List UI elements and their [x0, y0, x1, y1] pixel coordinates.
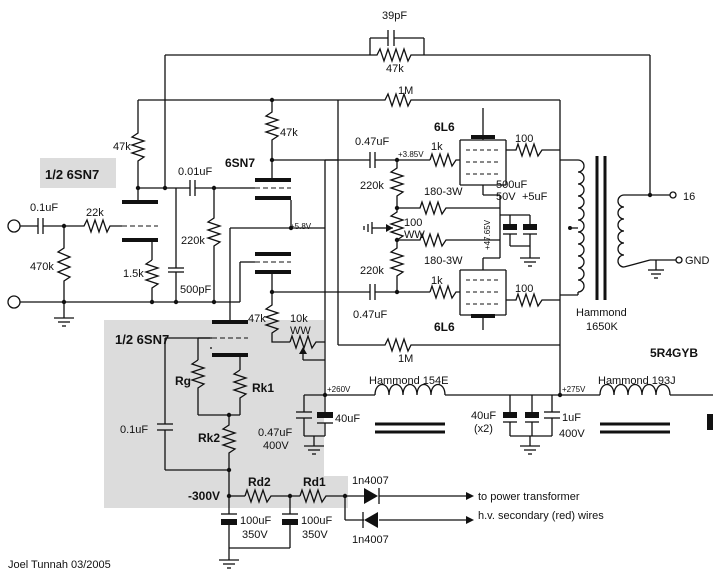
- bias-stage: [157, 320, 249, 496]
- pot-type-label: WW: [290, 325, 311, 337]
- transformer-brand-label: Hammond: [576, 307, 627, 319]
- psu-cap-40uf-x2-label-b: (x2): [474, 423, 493, 435]
- feedback-network: [162, 30, 651, 195]
- bias-pot-type-label: WW: [404, 229, 425, 241]
- output-feedback-top-label: 1M: [398, 85, 413, 97]
- neg-supply-label: -300V: [188, 489, 220, 503]
- power-note-line2: h.v. secondary (red) wires: [478, 510, 604, 522]
- grid-cap-bottom-label: 0.47uF: [353, 309, 388, 321]
- grid-resistor-top-label: 220k: [360, 180, 384, 192]
- cap-500pf-label: 500pF: [180, 284, 211, 296]
- input-cap-label: 0.1uF: [30, 202, 58, 214]
- rectifier-label: 5R4GYB: [650, 346, 698, 360]
- cathode-cap-label-b: 50V: [496, 191, 516, 203]
- power-note-line1: to power transformer: [478, 491, 580, 503]
- pot-value-label: 10k: [290, 313, 308, 325]
- bias-resistor-bottom-label: 180-3W: [424, 255, 463, 267]
- grid-cap-top-label: 0.47uF: [355, 136, 390, 148]
- rg-label: Rg: [175, 374, 191, 388]
- lower-plate-resistor-label: 47k: [248, 313, 266, 325]
- bias-pot-value-label: 100: [404, 217, 422, 229]
- bias-tube-label: 1/2 6SN7: [115, 332, 169, 347]
- splitter-grid-resistor-label: 220k: [181, 235, 205, 247]
- highlight-input-tube: [40, 158, 116, 188]
- power-tube-top-label: 6L6: [434, 120, 455, 134]
- splitter-plate-resistor-label: 47k: [280, 127, 298, 139]
- screen-resistor-bottom-label: 100: [515, 283, 533, 295]
- psu-cap-047-label-a: 0.47uF: [258, 427, 293, 439]
- tap-16-label: 16: [683, 191, 695, 203]
- plate-resistor-label: 47k: [113, 141, 131, 153]
- highlight-bias-stage: [104, 320, 324, 508]
- grid-resistor-bottom-label: 220k: [360, 265, 384, 277]
- author-credit: Joel Tunnah 03/2005: [8, 559, 111, 571]
- neg-cap-b-label-1: 100uF: [301, 515, 332, 527]
- input-triode: [122, 99, 338, 305]
- b-plus-260-label: +260V: [327, 385, 351, 394]
- grid-voltage-label: +3.85V: [398, 150, 424, 159]
- input-series-resistor-label: 22k: [86, 207, 104, 219]
- choke-154e-label: Hammond 154E: [369, 375, 449, 387]
- cathode-cap-label-c: +5uF: [522, 191, 548, 203]
- psu-cap-1uf-label-b: 400V: [559, 428, 585, 440]
- psu-cap-047-label-b: 400V: [263, 440, 289, 452]
- output-feedback-bottom-label: 1M: [398, 353, 413, 365]
- rk2-label: Rk2: [198, 431, 220, 445]
- driver-tube-label: 6SN7: [225, 156, 255, 170]
- output-stage: [325, 91, 561, 354]
- power-supply: [296, 345, 713, 455]
- cathode-cap-label-a: 500uF: [496, 179, 527, 191]
- diode-bottom-label: 1n4007: [352, 534, 389, 546]
- highlight-bias-supply: [324, 476, 348, 508]
- choke-193j-label: Hammond 193J: [598, 375, 676, 387]
- cathode-voltage-label: +5.8V: [290, 222, 312, 231]
- rd2-label: Rd2: [248, 475, 271, 489]
- feedback-resistor-label: 47k: [386, 63, 404, 75]
- balance-pot: [289, 333, 325, 361]
- input-tube-label: 1/2 6SN7: [45, 167, 99, 182]
- neg-cap-b-label-2: 350V: [302, 529, 328, 541]
- output-transformer: [560, 156, 683, 300]
- cathode-voltage-output-label: +47.65V: [483, 219, 492, 250]
- power-tube-bottom-label: 6L6: [434, 320, 455, 334]
- b-plus-275-label: +275V: [562, 385, 586, 394]
- coupling-cap-label: 0.01uF: [178, 166, 213, 178]
- psu-cap-40uf-label: 40uF: [335, 413, 360, 425]
- psu-cap-40uf-x2-label-a: 40uF: [471, 410, 496, 422]
- input-section: [7, 217, 232, 327]
- rd1-label: Rd1: [303, 475, 326, 489]
- negative-supply: [219, 487, 474, 569]
- rk1-label: Rk1: [252, 381, 274, 395]
- neg-cap-a-label-1: 100uF: [240, 515, 271, 527]
- psu-cap-1uf-label-a: 1uF: [562, 412, 581, 424]
- cathode-resistor-label: 1.5k: [123, 268, 144, 280]
- grid-stopper-top-label: 1k: [431, 141, 443, 153]
- bias-resistor-top-label: 180-3W: [424, 186, 463, 198]
- grid-stopper-bottom-label: 1k: [431, 275, 443, 287]
- input-grid-resistor-label: 470k: [30, 261, 54, 273]
- tap-gnd-label: GND: [685, 255, 710, 267]
- feedback-cap-label: 39pF: [382, 10, 407, 22]
- phase-splitter: [205, 97, 338, 380]
- transformer-model-label: 1650K: [586, 321, 618, 333]
- diode-top-label: 1n4007: [352, 475, 389, 487]
- bias-cap-label: 0.1uF: [120, 424, 148, 436]
- screen-resistor-top-label: 100: [515, 133, 533, 145]
- neg-cap-a-label-2: 350V: [242, 529, 268, 541]
